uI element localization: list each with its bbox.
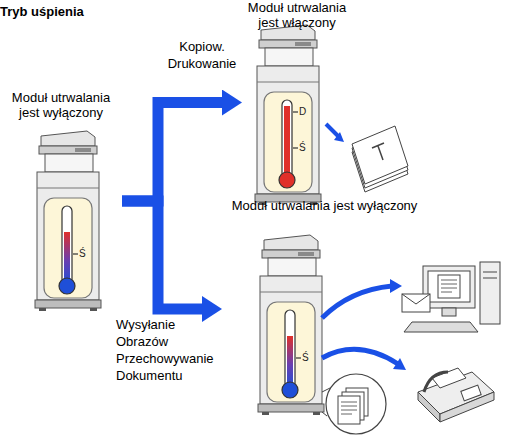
printer-node: Moduł utrwalania jest włączony (242, 0, 352, 205)
screen-document-lines (441, 280, 457, 292)
output-arrow (326, 124, 338, 136)
computer-destination (322, 262, 500, 332)
thermometer-tick (293, 111, 298, 112)
pc-stand (442, 308, 456, 316)
thermometer-bulb (59, 278, 75, 294)
function-label: Kopiow. Drukowanie (162, 38, 242, 72)
pc-monitor (423, 266, 475, 308)
flow-arrow (122, 201, 202, 309)
thermometer-bulb (279, 172, 295, 188)
fax-paper (432, 368, 466, 388)
printer-node: Moduł utrwalania jest wyłączony (222, 198, 427, 420)
printer-node: Moduł utrwalania jest wyłączony (0, 90, 122, 312)
status-heading: Moduł utrwalania jest włączony (242, 0, 352, 30)
envelope-icon (402, 294, 430, 312)
paper-print-mark (372, 143, 384, 160)
thermometer-liquid (284, 106, 290, 178)
stored-page (338, 396, 360, 424)
diagram-title: Tryb uśpienia (0, 4, 84, 19)
thermometer-bulb (282, 382, 298, 398)
output-arrow-head (334, 132, 344, 142)
thermometer-liquid (287, 336, 293, 388)
status-heading: Moduł utrwalania jest wyłączony (0, 90, 122, 120)
printer-off-bottom (258, 235, 324, 415)
fax-front (418, 392, 440, 422)
pc-tower-slot (483, 278, 497, 279)
fax-keypad (461, 385, 481, 401)
printer-on-top (255, 25, 321, 205)
thermometer-mark: Ś (302, 352, 309, 363)
send-arrow-head (393, 358, 406, 370)
callout-line (322, 412, 327, 416)
send-arrow (322, 349, 398, 364)
paper-sheet (352, 126, 408, 184)
pc-keyboard (404, 322, 478, 332)
storage-circle (326, 374, 386, 434)
pc-screen (428, 271, 470, 302)
printed-output (326, 124, 408, 192)
thermometer-mark: Ś (79, 248, 86, 259)
thermometer-mark: D (299, 106, 306, 117)
pc-tower (480, 262, 500, 324)
pc-tower-slot (483, 272, 497, 273)
flow-arrow (122, 103, 222, 202)
fax-handset (424, 372, 448, 392)
function-label: Wysyłanie Obrazów Przechowywanie Dokumen… (116, 316, 224, 384)
thermometer-liquid (64, 232, 70, 284)
printer-illustration (255, 25, 321, 205)
printer-illustration (35, 131, 101, 311)
stored-page-lines (341, 402, 357, 414)
printer-illustration (258, 235, 324, 415)
thermometer-mark: Ś (299, 142, 306, 153)
send-arrow-head (390, 279, 402, 293)
screen-document (438, 275, 460, 298)
printer-off-left (35, 131, 101, 311)
envelope-flap (402, 294, 430, 304)
document-storage (322, 374, 386, 434)
send-arrow (322, 286, 392, 318)
status-heading: Moduł utrwalania jest wyłączony (222, 198, 427, 213)
